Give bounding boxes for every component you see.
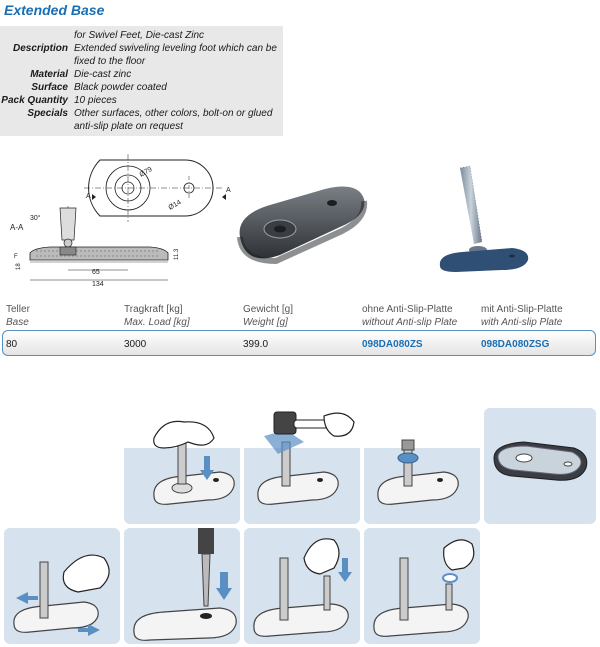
assembly-step-bolt (244, 528, 360, 644)
assembly-step-plate (484, 408, 596, 524)
dim-65-label: 65 (92, 269, 100, 276)
cell-base: 80 (6, 339, 18, 350)
spec-key-specials: Specials (27, 108, 68, 119)
a-right-label: A (226, 187, 231, 194)
assembly-step-insert-stud (124, 408, 240, 524)
cell-weight: 399.0 (243, 339, 269, 350)
assembly-step-nut (364, 408, 480, 524)
assembly-step-hammer (244, 408, 360, 524)
dia-outer-label: Ø79 (139, 166, 154, 179)
cell-code-with-plate[interactable]: 098DA080ZSG (481, 339, 550, 350)
dim-134-label: 134 (92, 281, 104, 288)
assembly-step-washer (364, 528, 480, 644)
dim-113-label: 11.3 (174, 248, 180, 260)
dim-f-label: F (14, 254, 18, 260)
spec-val-material: Die-cast zinc (74, 69, 132, 80)
product-title: Extended Base (4, 2, 105, 18)
spec-val-description-2: fixed to the floor (74, 56, 146, 67)
cell-load: 3000 (124, 339, 147, 350)
dim-18-label: 18 (16, 263, 22, 270)
a-left-label: A (86, 193, 91, 200)
spec-key-pack: Pack Quantity (1, 95, 68, 106)
spec-intro: for Swivel Feet, Die-cast Zinc (74, 30, 205, 41)
spec-val-pack: 10 pieces (74, 95, 117, 106)
table-row[interactable] (2, 330, 596, 356)
product-photo-foot (432, 158, 532, 288)
assembly-step-drill (124, 528, 240, 644)
spec-box: for Swivel Feet, Die-cast Zinc Descripti… (0, 26, 283, 136)
spec-key-description: Description (12, 43, 68, 54)
spec-val-specials-2: anti-slip plate on request (74, 121, 183, 132)
spec-val-surface: Black powder coated (74, 82, 167, 93)
dia-inner-label: Ø14 (168, 199, 183, 212)
col-header-weight: Gewicht [g]Weight [g] (243, 304, 294, 328)
spec-key-material: Material (30, 69, 68, 80)
section-label: A-A (10, 223, 24, 232)
spec-val-specials: Other surfaces, other colors, bolt-on or… (74, 108, 273, 119)
assembly-step-adjust (4, 528, 120, 644)
col-header-load: Tragkraft [kg]Max. Load [kg] (124, 304, 190, 328)
spec-key-surface: Surface (31, 82, 68, 93)
cell-code-without-plate[interactable]: 098DA080ZS (362, 339, 423, 350)
spec-val-description: Extended swiveling leveling foot which c… (74, 43, 277, 54)
angle-label: 30° (30, 214, 41, 222)
product-photo-base (230, 175, 370, 275)
technical-drawing: A A Ø79 Ø14 A-A 30° F 18 11.3 65 134 (0, 148, 232, 290)
